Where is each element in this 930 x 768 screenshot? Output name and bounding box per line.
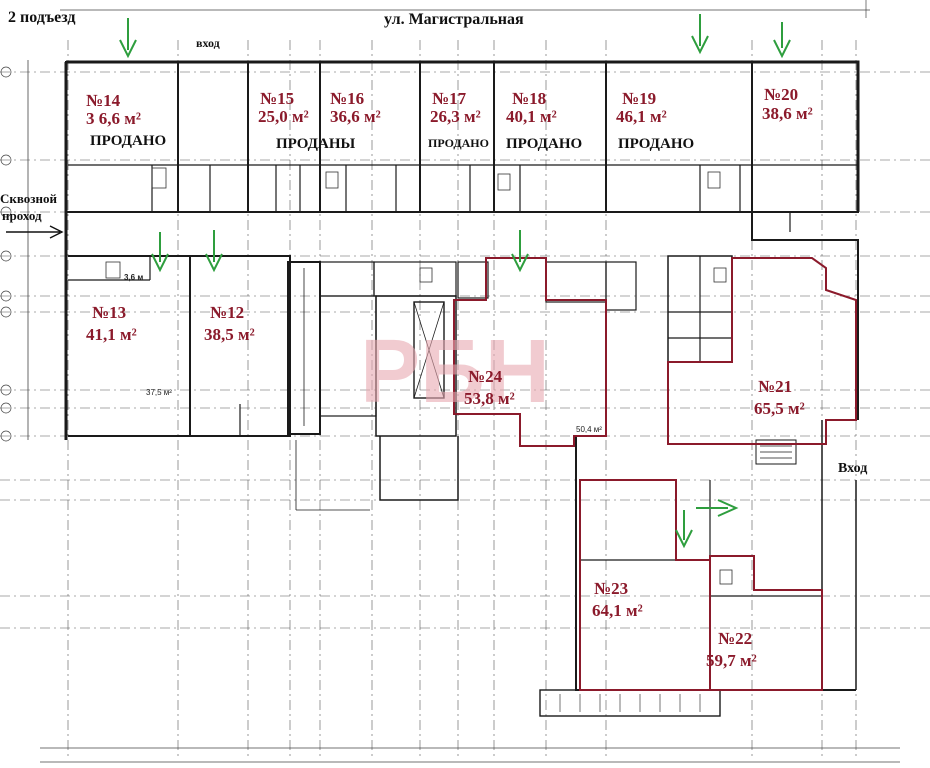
unit-24-area: 53,8 м² <box>464 389 515 408</box>
passage-arrow-icon <box>6 225 64 239</box>
unit-23-area: 64,1 м² <box>592 601 643 620</box>
arrow-down-icon <box>205 230 223 273</box>
unit-22-outline <box>709 555 823 691</box>
unit-21-outline <box>667 257 857 445</box>
arrow-right-icon <box>696 499 739 517</box>
passage-label-line1: Сквозной <box>0 191 58 206</box>
unit-15-number: №15 <box>260 89 294 108</box>
arrow-down-icon <box>691 14 709 55</box>
unit-19-number: №19 <box>622 89 656 108</box>
arrow-down-icon <box>675 510 693 549</box>
arrow-down-icon <box>511 230 529 273</box>
room-area-label: 3,6 м <box>124 273 143 282</box>
unit-18-area: 40,1 м² <box>506 107 557 126</box>
left-axis-marks <box>0 60 29 442</box>
unit-14-status: ПРОДАНО <box>90 133 166 149</box>
unit-13-number: №13 <box>92 303 126 322</box>
watermark-text: РБН <box>360 322 550 422</box>
unit-16-area: 36,6 м² <box>330 107 381 126</box>
unit-17-status: ПРОДАНО <box>428 136 489 150</box>
room-area-label: 37,5 м² <box>146 388 172 397</box>
unit-21-area: 65,5 м² <box>754 399 805 418</box>
units-15-16-status: ПРОДАНЫ <box>276 136 355 152</box>
unit-17-number: №17 <box>432 89 467 108</box>
unit-18-number: №18 <box>512 89 546 108</box>
unit-16-number: №16 <box>330 89 364 108</box>
unit-14-area: 3 6,6 м² <box>86 109 141 128</box>
room-area-label: 50,4 м² <box>576 425 602 434</box>
unit-20-number: №20 <box>764 85 798 104</box>
unit-20-area: 38,6 м² <box>762 104 813 123</box>
unit-13-area: 41,1 м² <box>86 325 137 344</box>
unit-outlines <box>453 257 857 691</box>
street-label: ул. Магистральная <box>384 11 524 28</box>
unit-17-area: 26,3 м² <box>430 107 481 126</box>
green-arrows <box>119 14 791 549</box>
unit-19-area: 46,1 м² <box>616 107 667 126</box>
arrow-down-icon <box>119 18 137 59</box>
passage-label-line2: проход <box>2 208 42 223</box>
unit-12-area: 38,5 м² <box>204 325 255 344</box>
unit-23-number: №23 <box>594 579 628 598</box>
unit-15-area: 25,0 м² <box>258 107 309 126</box>
unit-18-status: ПРОДАНО <box>506 136 582 152</box>
unit-22-number: №22 <box>718 629 752 648</box>
unit-19-status: ПРОДАНО <box>618 136 694 152</box>
dimension-lines <box>40 0 900 763</box>
unit-24-number: №24 <box>468 367 503 386</box>
unit-22-area: 59,7 м² <box>706 651 757 670</box>
arrow-down-icon <box>773 22 791 59</box>
arrow-down-icon <box>151 232 169 273</box>
top-entry-label: вход <box>196 36 220 50</box>
entrance-label: 2 подъезд <box>8 9 76 26</box>
unit-24-outline <box>453 257 607 447</box>
unit-12-number: №12 <box>210 303 244 322</box>
right-entry-label: Вход <box>838 461 867 476</box>
unit-14-number: №14 <box>86 91 121 110</box>
unit-21-number: №21 <box>758 377 792 396</box>
